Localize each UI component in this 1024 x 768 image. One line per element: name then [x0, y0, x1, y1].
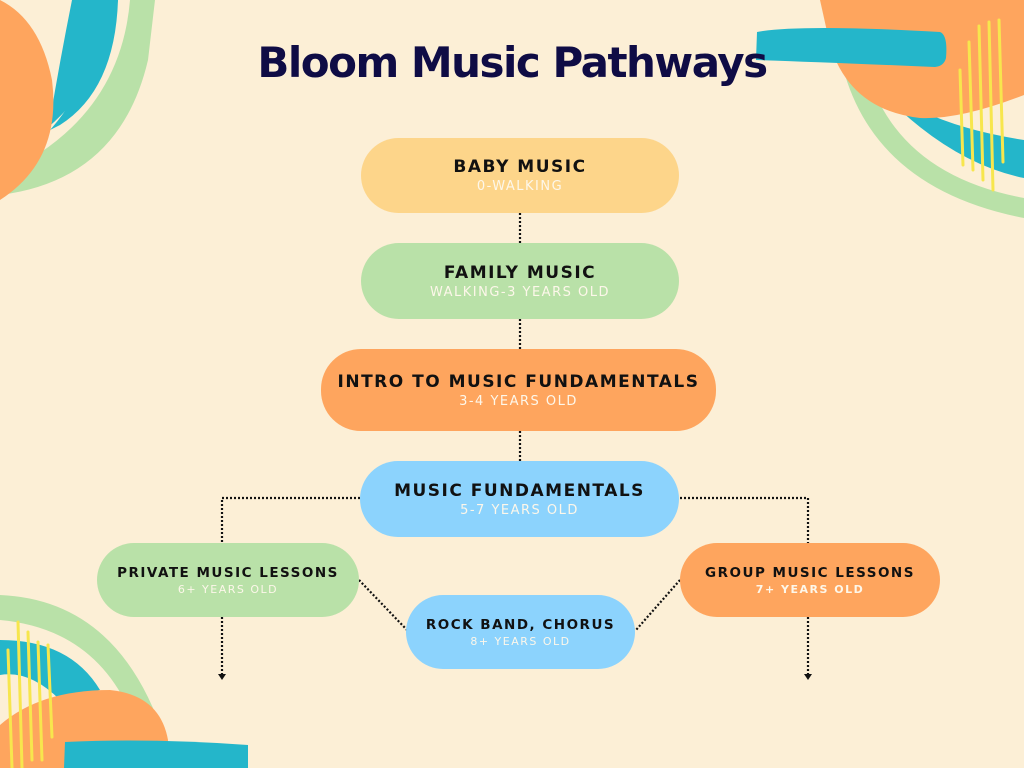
node-name: MUSIC FUNDAMENTALS	[394, 480, 645, 501]
node-age: WALKING-3 YEARS OLD	[430, 284, 610, 300]
node-age: 6+ YEARS OLD	[177, 582, 279, 596]
node-group-music-lessons: GROUP MUSIC LESSONS 7+ YEARS OLD	[680, 543, 940, 617]
node-age: 5-7 YEARS OLD	[460, 502, 579, 518]
top-right-decoration	[756, 0, 1024, 218]
top-left-decoration	[0, 0, 155, 200]
node-name: FAMILY MUSIC	[443, 262, 597, 283]
node-name: ROCK BAND, CHORUS	[425, 616, 616, 633]
node-rock-band-chorus: ROCK BAND, CHORUS 8+ YEARS OLD	[406, 595, 635, 669]
node-age: 0-WALKING	[476, 179, 564, 194]
node-age: 8+ YEARS OLD	[470, 634, 571, 648]
node-private-music-lessons: PRIVATE MUSIC LESSONS 6+ YEARS OLD	[97, 543, 359, 617]
node-name: INTRO TO MUSIC FUNDAMENTALS	[337, 371, 700, 392]
bottom-left-decoration	[0, 595, 248, 768]
node-music-fundamentals: MUSIC FUNDAMENTALS 5-7 YEARS OLD	[360, 461, 679, 537]
node-name: GROUP MUSIC LESSONS	[705, 564, 915, 581]
node-age: 3-4 YEARS OLD	[459, 393, 578, 409]
node-family-music: FAMILY MUSIC WALKING-3 YEARS OLD	[361, 243, 679, 319]
node-name: PRIVATE MUSIC LESSONS	[117, 564, 339, 581]
node-name: BABY MUSIC	[453, 157, 587, 177]
node-intro-to-music-fundamentals: INTRO TO MUSIC FUNDAMENTALS 3-4 YEARS OL…	[321, 349, 716, 431]
node-age: 7+ YEARS OLD	[755, 582, 865, 596]
page-title: Bloom Music Pathways	[257, 38, 768, 87]
node-baby-music: BABY MUSIC 0-WALKING	[361, 138, 679, 213]
